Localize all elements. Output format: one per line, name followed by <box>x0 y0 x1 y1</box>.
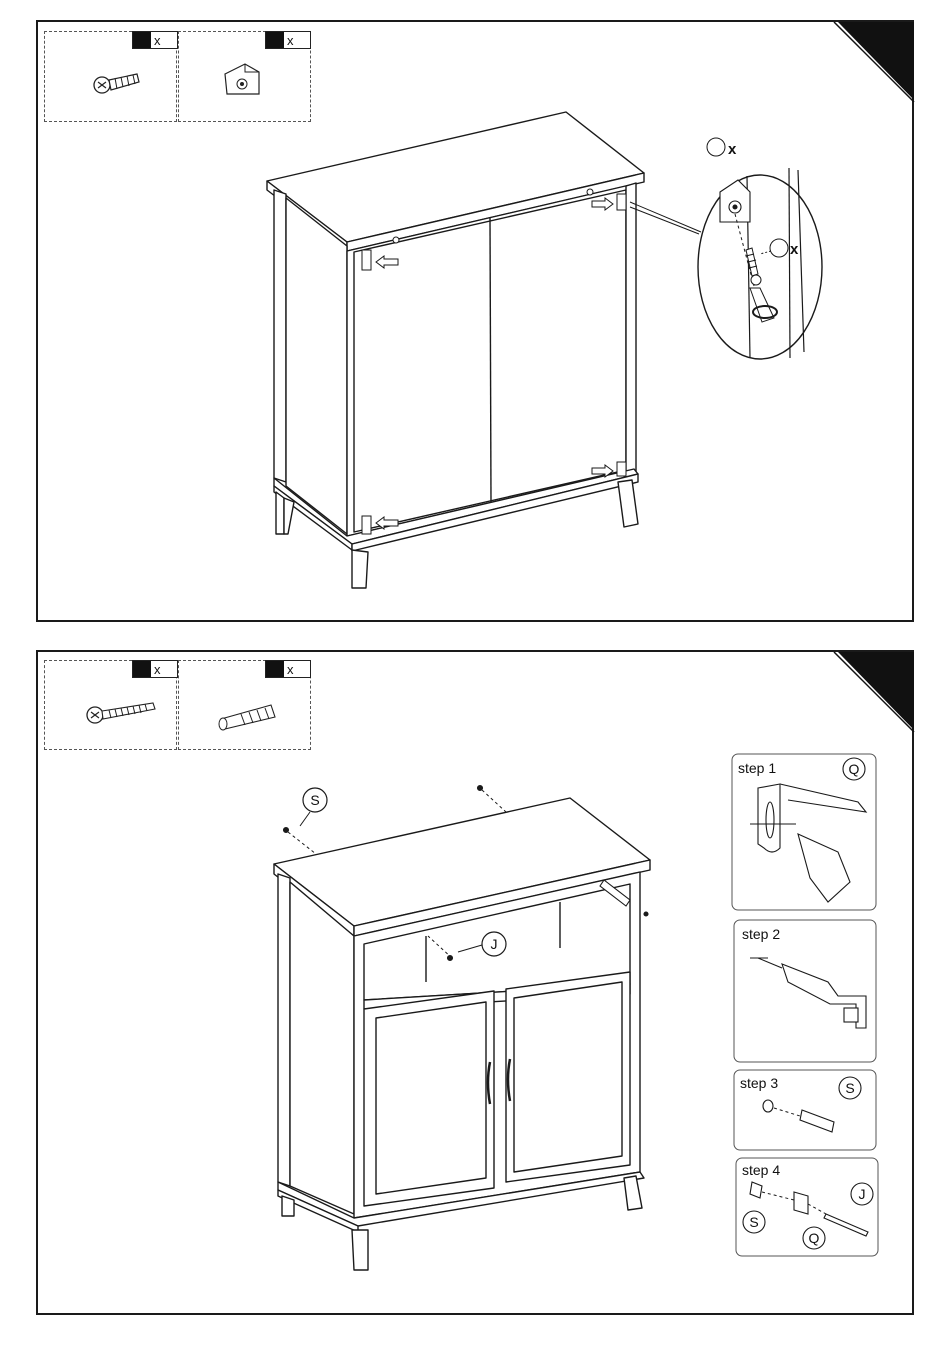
step-3-label: step 3 <box>740 1075 778 1091</box>
step-4-part-j: J <box>859 1186 866 1202</box>
step-1-label: step 1 <box>738 760 776 776</box>
step-2-label: step 2 <box>742 926 780 942</box>
step-4-part-s: S <box>749 1214 758 1230</box>
step-4-part-q: Q <box>809 1230 820 1246</box>
step-4-label: step 4 <box>742 1162 780 1178</box>
bottom-assembly-panel: x x <box>36 650 914 1315</box>
top-assembly-panel: x x <box>36 20 914 622</box>
callout-qty-x: x <box>728 141 737 158</box>
wall-anchor-steps: step 1 Q step 2 step 3 S step 4 <box>38 652 916 1317</box>
step-3-part: S <box>845 1080 854 1096</box>
callout-qty-x2: x <box>790 241 799 258</box>
step-1-part: Q <box>849 761 860 777</box>
cabinet-back-illustration: x x <box>38 22 916 624</box>
